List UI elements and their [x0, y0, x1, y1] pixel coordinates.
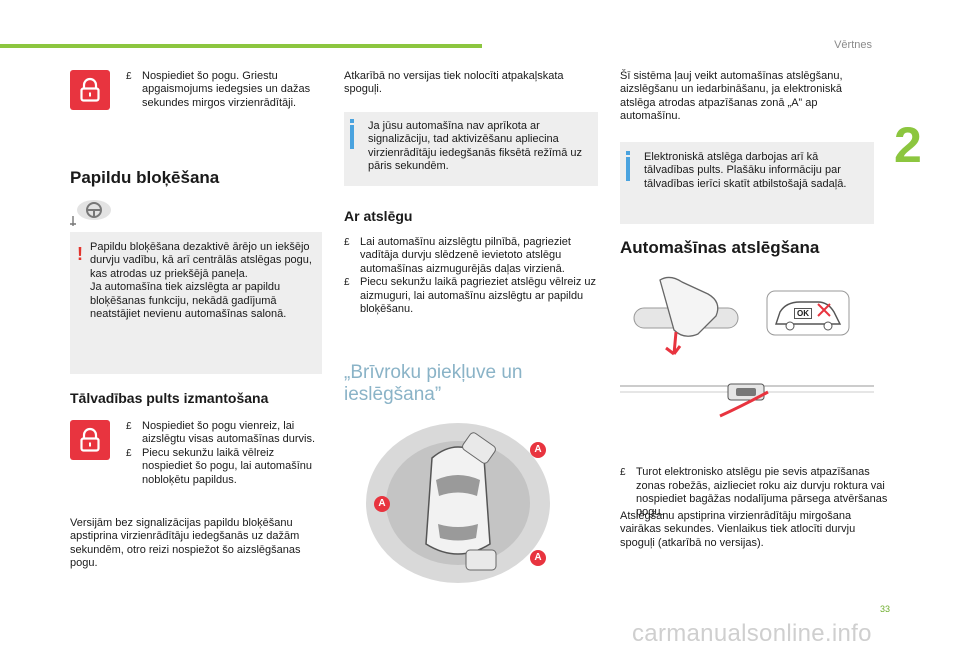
zone-a-marker: A: [374, 496, 390, 512]
warning-icon: !: [77, 244, 83, 264]
heading-keyless: „Brīvroku piekļuve un ieslēgšana”: [344, 362, 523, 405]
info-icon: [350, 119, 354, 149]
section-title: Vērtnes: [834, 39, 872, 51]
heading-deadlocking: Papildu bloķēšana: [70, 168, 220, 187]
zone-a-marker: A: [530, 550, 546, 566]
list-item: £ Piecu sekunžu laikā vēlreiz nospiediet…: [126, 446, 313, 486]
lock-button-icon: [70, 70, 110, 110]
warning-box: ! Papildu bloķēšana dezaktivē ārējo un i…: [70, 232, 322, 374]
list-item: £ Piecu sekunžu laikā pagrieziet atslēgu…: [344, 276, 597, 316]
remote-instructions: £ Nospiediet šo pogu vienreiz, lai aizsl…: [126, 420, 318, 487]
warning-text: Papildu bloķēšana dezaktivē ārējo un iek…: [90, 241, 312, 321]
list-item: £ Lai automašīnu aizslēgtu pilnībā, pagr…: [344, 236, 571, 275]
info-icon: [626, 151, 630, 181]
top-accent-bar: [0, 44, 482, 48]
lock-instruction: £ Nospiediet šo pogu. Griestu apgaismoju…: [126, 70, 311, 109]
heading-remote: Tālvadības pults izmantošana: [70, 390, 269, 406]
page-number: 33: [880, 604, 891, 614]
info-text: Elektroniskā atslēga darbojas arī kā tāl…: [644, 151, 847, 190]
bullet-marker: £: [126, 71, 132, 82]
steering-wheel-icon: [68, 198, 112, 230]
key-instructions: £ Lai automašīnu aizslēgtu pilnībā, pagr…: [344, 236, 600, 316]
detection-zone-diagram: A A A: [352, 420, 562, 586]
info-text: Ja jūsu automašīna nav aprīkota ar signa…: [368, 120, 582, 173]
ok-label: OK: [794, 308, 812, 319]
mirrors-text: Atkarībā no versijas tiek nolocīti atpak…: [344, 70, 564, 96]
unlock-instruction: £ Turot elektronisko atslēgu pie sevis a…: [620, 466, 888, 519]
remote-lock-button-icon: [70, 420, 110, 460]
tailgate-button-illustration: [620, 372, 874, 420]
watermark: carmanualsonline.info: [632, 620, 872, 647]
unlock-confirmation: Atslēgšanu apstiprina virzienrādītāju mi…: [620, 510, 856, 549]
car-side-ok-icon: OK: [766, 290, 850, 336]
remote-paragraph: Versijām bez signalizācijas papildu bloķ…: [70, 517, 301, 570]
system-description: Šī sistēma ļauj veikt automašīnas atslēg…: [620, 70, 843, 123]
info-box-remote: Elektroniskā atslēga darbojas arī kā tāl…: [620, 142, 874, 224]
info-box-alarm: Ja jūsu automašīna nav aprīkota ar signa…: [344, 112, 598, 186]
hand-on-door-handle-illustration: [630, 272, 750, 364]
heading-unlocking: Automašīnas atslēgšana: [620, 238, 820, 257]
list-item: £ Nospiediet šo pogu vienreiz, lai aizsl…: [126, 420, 316, 446]
zone-a-marker: A: [530, 442, 546, 458]
chapter-number: 2: [894, 117, 922, 173]
heading-with-key: Ar atslēgu: [344, 208, 413, 224]
